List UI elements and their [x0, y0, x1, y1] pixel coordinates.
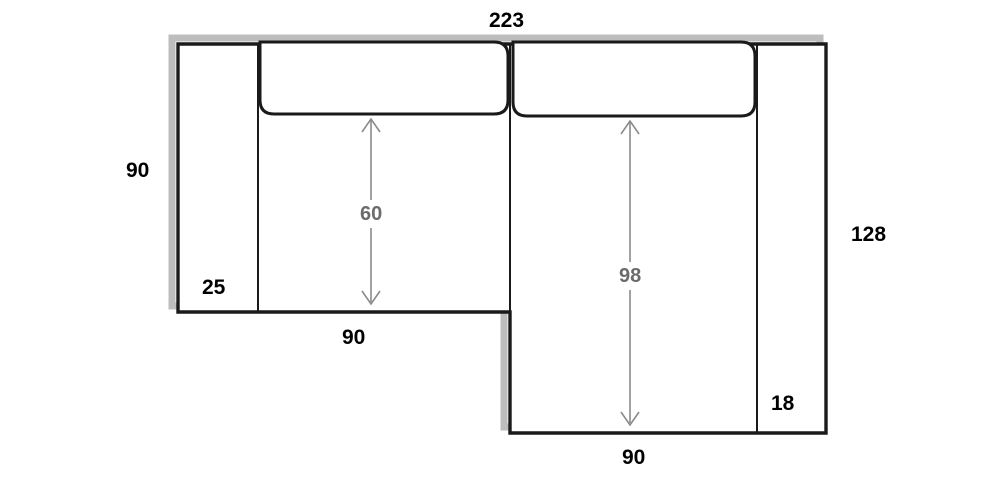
arrow-60-head-down [361, 290, 381, 306]
sofa-outline [176, 42, 828, 435]
internal-dividers [257, 44, 758, 432]
outline-path [176, 42, 828, 435]
outline-shadow [168, 34, 824, 431]
right-seat-cushion [511, 40, 757, 118]
dimension-label-left-seat-width: 90 [342, 326, 366, 349]
left-seat-cushion [258, 40, 510, 116]
dimension-label-overall-width: 223 [489, 9, 525, 32]
dimension-label-right-seat-depth: 98 [619, 265, 642, 287]
arrow-60-head-up [361, 117, 381, 133]
shadow-path [168, 34, 824, 431]
dimension-label-left-seat-depth: 60 [360, 203, 383, 225]
arrow-98-head-down [620, 411, 640, 427]
arrow-left-seat-depth [361, 117, 381, 306]
seat-cushions [258, 40, 757, 118]
dimension-label-armrest-width: 25 [202, 276, 226, 299]
dimension-label-left-height: 90 [126, 159, 150, 182]
dimension-label-right-depth: 128 [851, 223, 887, 246]
arrow-right-seat-depth [620, 119, 640, 427]
dimension-label-right-seat-width: 90 [622, 446, 646, 469]
arrow-98-head-up [620, 119, 640, 135]
dimension-label-right-back-depth: 18 [771, 392, 795, 415]
dimension-arrows [361, 117, 640, 427]
